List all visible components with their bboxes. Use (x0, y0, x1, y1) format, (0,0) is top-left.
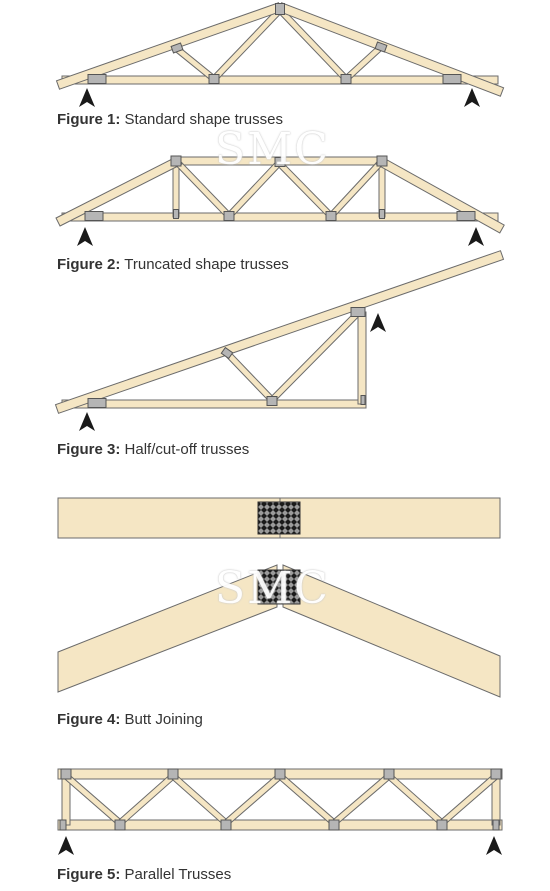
support-arrow-icon (486, 836, 502, 855)
figure-2-caption: Figure 2: Truncated shape trusses (57, 256, 289, 273)
joint-plate (60, 768, 72, 780)
joint-plate (59, 819, 67, 831)
joint-plate (379, 209, 385, 219)
figure-3-caption: Figure 3: Half/cut-off trusses (57, 441, 249, 458)
figure-4-butt-joining (57, 497, 501, 698)
joint-plate (274, 157, 286, 167)
support-arrow-icon (58, 836, 74, 855)
figure-1-title: Standard shape trusses (124, 111, 283, 128)
watermark-text-bottom: SMC (215, 563, 330, 614)
figure-4-caption: Figure 4: Butt Joining (57, 711, 203, 728)
joint-plate (436, 819, 448, 831)
figure-5-number: Figure 5: (57, 866, 121, 883)
joint-plate (167, 768, 179, 780)
joint-plate (173, 209, 179, 219)
figure-4-number: Figure 4: (57, 711, 121, 728)
joint-plate (223, 211, 235, 221)
joint-plate (220, 819, 232, 831)
support-arrow-icon (77, 227, 93, 246)
heel-plate (87, 398, 107, 408)
joint-plate (383, 768, 395, 780)
joint-plate (170, 155, 182, 167)
figure-3-title: Half/cut-off trusses (124, 441, 250, 458)
joint-plate (170, 42, 184, 54)
web-member (170, 773, 229, 826)
apex-plate (275, 3, 285, 15)
support-arrow-icon (370, 313, 386, 332)
joint-plate (114, 819, 126, 831)
support-arrow-icon (468, 227, 484, 246)
figure-1-standard-truss (55, 2, 505, 107)
heel-plate (84, 211, 104, 221)
joint-plate (340, 74, 352, 84)
support-arrow-icon (79, 88, 95, 107)
web-member (386, 773, 445, 826)
figure-5-title: Parallel Trusses (124, 866, 232, 883)
joint-plate (266, 396, 278, 406)
web-member (63, 772, 123, 827)
figure-2-number: Figure 2: (57, 256, 121, 273)
vertical-member (357, 311, 367, 405)
figure-3-half-truss (54, 250, 505, 431)
support-arrow-icon (79, 412, 95, 431)
figure-5-caption: Figure 5: Parallel Trusses (57, 866, 231, 883)
figure-2-truncated-truss (55, 155, 505, 246)
bottom-chord (61, 212, 499, 222)
figure-4-title: Butt Joining (124, 711, 203, 728)
bottom-chord (61, 75, 499, 85)
joint-plate (492, 819, 500, 831)
heel-plate (87, 74, 107, 84)
heel-plate (442, 74, 462, 84)
joint-plate (376, 155, 388, 167)
rafter-left (57, 564, 278, 693)
figure-5-parallel-truss (57, 768, 503, 855)
joint-plate (328, 819, 340, 831)
nail-plate-connector (257, 501, 301, 535)
top-chord-left (55, 2, 283, 90)
watermark-text-top: SMC (215, 124, 330, 175)
bottom-chord (61, 399, 367, 409)
web-member (328, 158, 385, 219)
heel-plate (456, 211, 476, 221)
support-arrow-icon (464, 88, 480, 107)
figure-3-number: Figure 3: (57, 441, 121, 458)
joint-plate (360, 395, 366, 405)
web-member (277, 772, 337, 827)
joint-plate (325, 211, 337, 221)
web-member (439, 772, 499, 827)
joint-plate (490, 768, 502, 780)
vertical-member (378, 160, 386, 218)
joint-plate (220, 346, 234, 360)
nail-plate-connector (257, 569, 301, 605)
joint-plate (350, 307, 366, 317)
vertical-member (172, 160, 180, 218)
web-member (224, 350, 275, 403)
figure-1-number: Figure 1: (57, 111, 121, 128)
web-member (331, 772, 392, 827)
web-member (223, 772, 283, 827)
figure-1-caption: Figure 1: Standard shape trusses (57, 111, 283, 128)
joint-plate (374, 41, 388, 53)
joint-plate (208, 74, 220, 84)
joint-plate (274, 768, 286, 780)
bottom-chord (57, 819, 503, 831)
web-member (117, 773, 176, 826)
figure-2-title: Truncated shape trusses (124, 256, 289, 273)
